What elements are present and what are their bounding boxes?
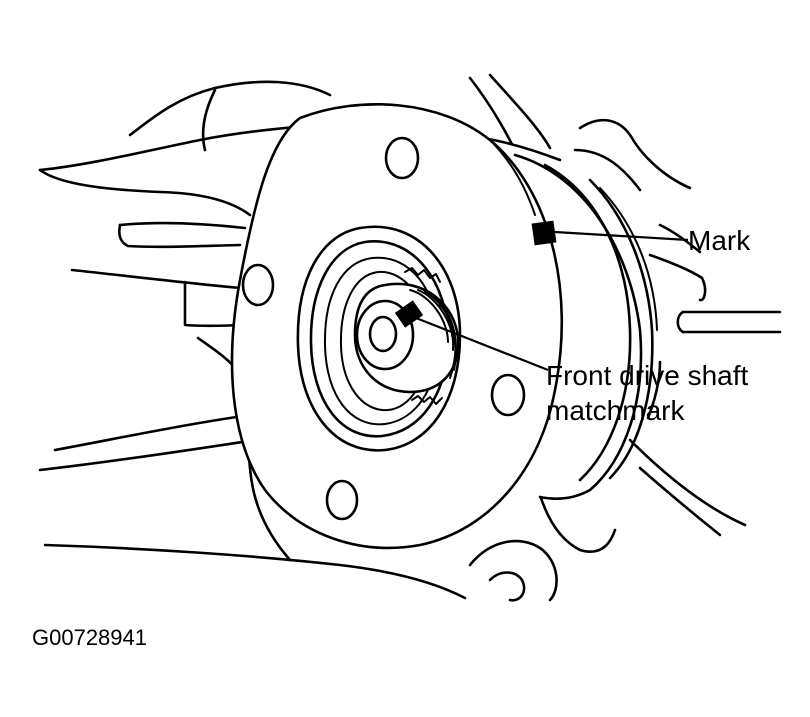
mark-label: Mark (688, 225, 751, 256)
lug-hole-left (241, 263, 275, 307)
shaft-matchmark-label-line1: Front drive shaft (546, 360, 749, 391)
drive-shaft-end (353, 267, 460, 405)
lug-hole-right (490, 373, 526, 417)
figure-id: G00728941 (32, 625, 147, 650)
shaft-matchmark (394, 300, 424, 328)
matchmark-leader-line (415, 316, 549, 372)
lug-holes (241, 136, 526, 521)
hub-mark (531, 220, 557, 246)
lug-hole-top (384, 136, 420, 180)
mark-leader-line (554, 230, 689, 242)
shaft-matchmark-label-line2: matchmark (546, 395, 685, 426)
lug-hole-bottom (325, 479, 359, 521)
suspension-outline (38, 73, 782, 602)
